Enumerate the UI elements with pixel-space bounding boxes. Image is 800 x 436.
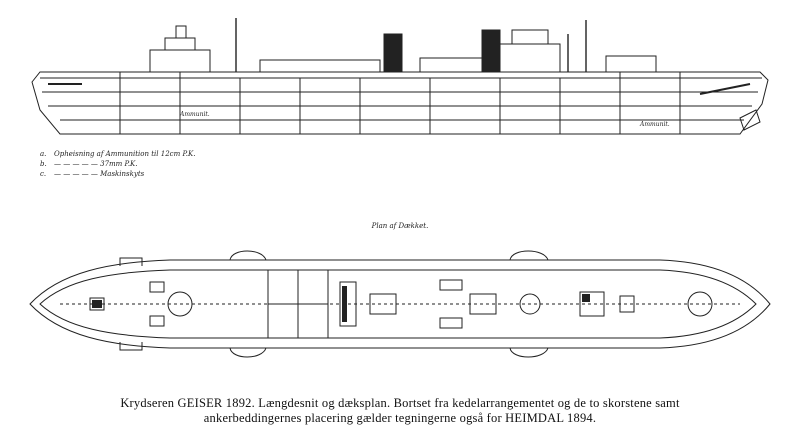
funnel-aft [481, 29, 501, 73]
compartment-label-2: Ammunit. [639, 121, 670, 128]
deck-outline [29, 259, 771, 349]
gun-mount-aft [687, 291, 713, 317]
longitudinal-section: Ammunit. Ammunit. [31, 18, 769, 135]
sponson [229, 250, 267, 261]
legend-item: c. — — — — — Maskinskyts [40, 170, 145, 178]
compartment-label-1: Ammunit. [179, 111, 210, 118]
deck-plan [29, 250, 771, 358]
legend-item: b. — — — — — 37mm P.K. [40, 160, 138, 168]
figure-caption: Krydseren GEISER 1892. Længdesnit og dæk… [20, 396, 780, 426]
forward-bridge [149, 49, 211, 73]
aft-bridge [499, 43, 561, 73]
funnel-forward [383, 33, 403, 73]
legend-item: a. Opheisning af Ammunition til 12cm P.K… [40, 150, 196, 158]
legend: a. Opheisning af Ammunition til 12cm P.K… [40, 150, 340, 180]
sponson [229, 347, 267, 358]
sponson [509, 347, 549, 358]
gun-aft [699, 83, 751, 95]
caption-line-2: ankerbeddingernes placering gælder tegni… [203, 411, 597, 425]
sponson [509, 250, 549, 261]
caption-line-1: Krydseren GEISER 1892. Længdesnit og dæk… [120, 396, 680, 410]
plan-title: Plan af Dækket. [371, 222, 429, 230]
